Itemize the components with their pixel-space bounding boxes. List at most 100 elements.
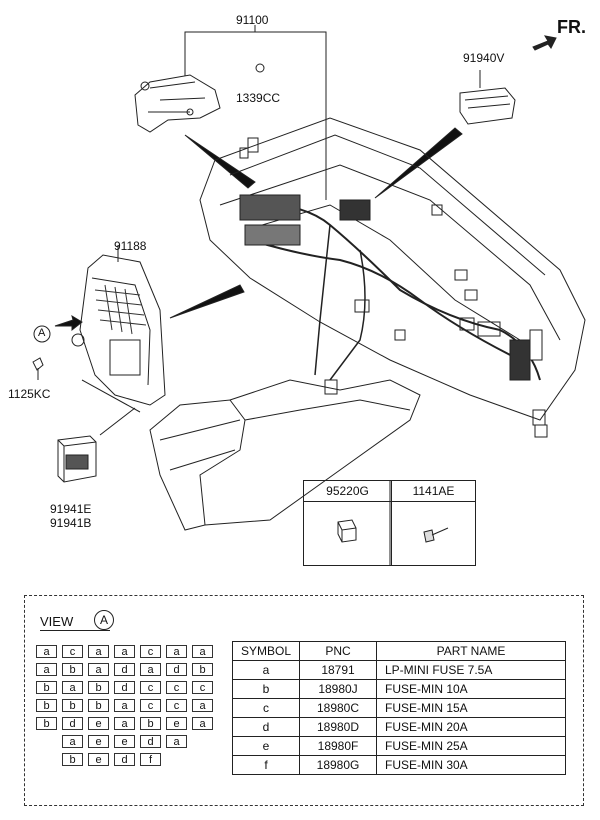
sym-cell: f: [232, 755, 300, 775]
fuse-slot: a: [62, 735, 83, 748]
pnc-cell: 18980G: [299, 755, 377, 775]
partname-cell: FUSE-MIN 20A: [376, 717, 566, 737]
fuse-slot: a: [88, 663, 109, 676]
pnc-cell: 18980D: [299, 717, 377, 737]
sym-cell: d: [232, 717, 300, 737]
fuse-slot: c: [192, 681, 213, 694]
fuse-slot: c: [140, 645, 161, 658]
fuse-slot: b: [62, 753, 83, 766]
fuse-slot: d: [140, 735, 161, 748]
part-label-harness: 91100: [236, 13, 269, 27]
fuse-slot: a: [192, 645, 213, 658]
fuse-slot: a: [114, 699, 135, 712]
dashboard-outline: [199, 117, 586, 421]
part-label-screw-top: 1339CC: [236, 91, 281, 105]
fuse-slot: b: [192, 663, 213, 676]
harness-top-part: [134, 74, 221, 133]
part-label-relay-2: 91941B: [50, 516, 92, 530]
view-title: VIEW: [40, 614, 74, 629]
sym-cell: b: [232, 679, 300, 699]
parts-table-col1: 95220G: [303, 480, 392, 502]
table-row: b 18980J FUSE-MIN 10A: [232, 679, 566, 699]
fuse-slot: b: [36, 699, 57, 712]
partname-cell: FUSE-MIN 25A: [376, 736, 566, 756]
front-module-part: [459, 87, 516, 125]
fuse-slot: e: [88, 717, 109, 730]
relay-part: [57, 435, 97, 483]
pnc-cell: 18980C: [299, 698, 377, 718]
parts-table-cell: [391, 501, 476, 566]
junction-box-part: [79, 254, 166, 406]
fuse-slot: a: [166, 735, 187, 748]
partname-cell: FUSE-MIN 10A: [376, 679, 566, 699]
table-row: f 18980G FUSE-MIN 30A: [232, 755, 566, 775]
view-a-panel: [24, 595, 584, 806]
fuse-slot: b: [36, 681, 57, 694]
front-direction-arrow: [532, 35, 557, 51]
sym-cell: a: [232, 660, 300, 680]
fuse-slot: b: [62, 699, 83, 712]
view-title-underline: [40, 630, 110, 631]
fuse-slot: d: [114, 681, 135, 694]
fuse-slot: b: [88, 681, 109, 694]
fuse-slot: d: [62, 717, 83, 730]
sym-header-pnc: PNC: [299, 641, 377, 661]
fuse-slot: e: [166, 717, 187, 730]
sym-header-partname: PART NAME: [376, 641, 566, 661]
fuse-slot: d: [114, 663, 135, 676]
fuse-slot: c: [140, 699, 161, 712]
bolt-part: [32, 357, 44, 371]
table-row: a 18791 LP-MINI FUSE 7.5A: [232, 660, 566, 680]
fuse-symbol-table: SYMBOL PNC PART NAME a 18791 LP-MINI FUS…: [232, 641, 566, 775]
fuse-slot: a: [114, 717, 135, 730]
fuse-slot: f: [140, 753, 161, 766]
partname-cell: FUSE-MIN 30A: [376, 755, 566, 775]
fuse-slot: c: [62, 645, 83, 658]
partname-cell: LP-MINI FUSE 7.5A: [376, 660, 566, 680]
fuse-slot: a: [62, 681, 83, 694]
partname-cell: FUSE-MIN 15A: [376, 698, 566, 718]
fuse-slot: d: [166, 663, 187, 676]
front-direction-label: FR.: [557, 17, 586, 37]
pnc-cell: 18980J: [299, 679, 377, 699]
fuse-slot: a: [36, 663, 57, 676]
sym-header-symbol: SYMBOL: [232, 641, 300, 661]
table-row: c 18980C FUSE-MIN 15A: [232, 698, 566, 718]
fuse-slot: b: [88, 699, 109, 712]
pnc-cell: 18980F: [299, 736, 377, 756]
part-label-junction-box: 91188: [114, 239, 147, 253]
view-callout-circle: A: [94, 610, 114, 630]
center-console: [149, 399, 246, 531]
fuse-slot: a: [192, 717, 213, 730]
fuse-slot: b: [62, 663, 83, 676]
fuse-slot: e: [88, 753, 109, 766]
fuse-slot: c: [166, 699, 187, 712]
harness-leader: [184, 25, 327, 200]
fuse-slot: a: [192, 699, 213, 712]
small-parts-table: 95220G 1141AE: [303, 480, 476, 566]
parts-table-cell: [303, 501, 392, 566]
callout-a-label: A: [38, 327, 46, 339]
fuse-slot: c: [166, 681, 187, 694]
fuse-slot: a: [140, 663, 161, 676]
table-row: d 18980D FUSE-MIN 20A: [232, 717, 566, 737]
fuse-slot: c: [140, 681, 161, 694]
wiring-diagram-art: [32, 25, 586, 566]
pnc-cell: 18791: [299, 660, 377, 680]
table-row: e 18980F FUSE-MIN 25A: [232, 736, 566, 756]
fuse-slot: b: [36, 717, 57, 730]
fuse-slot: a: [88, 645, 109, 658]
fuse-slot: e: [88, 735, 109, 748]
part-label-relay-1: 91941E: [50, 502, 92, 516]
fuse-slot: b: [140, 717, 161, 730]
fuse-slot: d: [114, 753, 135, 766]
fuse-slot: e: [114, 735, 135, 748]
part-label-bolt: 1125KC: [8, 387, 51, 401]
fuse-slot: a: [166, 645, 187, 658]
parts-table-col2: 1141AE: [391, 480, 476, 502]
part-label-front-module: 91940V: [463, 51, 505, 65]
sym-cell: c: [232, 698, 300, 718]
fuse-slot: a: [36, 645, 57, 658]
sym-cell: e: [232, 736, 300, 756]
fuse-slot: a: [114, 645, 135, 658]
